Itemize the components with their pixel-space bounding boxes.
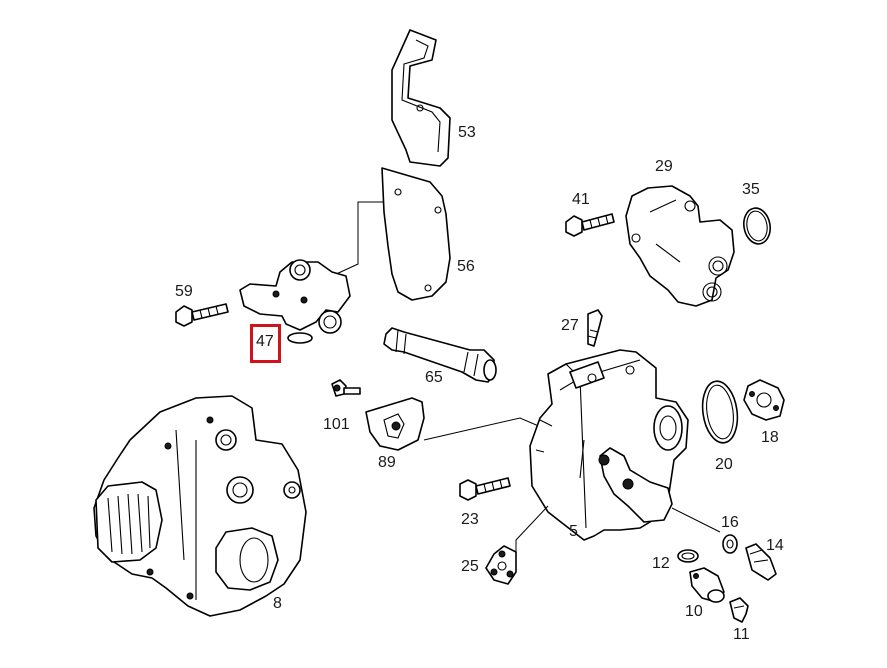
- part-47-fitting[interactable]: [239, 259, 351, 344]
- part-89-clamp[interactable]: [365, 397, 425, 451]
- part-65-tube[interactable]: [383, 327, 497, 383]
- part-20-o-ring[interactable]: [699, 379, 741, 445]
- part-18-flange[interactable]: [743, 379, 785, 421]
- label-14[interactable]: 14: [766, 537, 784, 554]
- label-35[interactable]: 35: [742, 181, 760, 198]
- part-53-bracket[interactable]: [391, 29, 451, 167]
- highlight-box-47: [250, 324, 281, 363]
- label-29[interactable]: 29: [655, 158, 673, 175]
- label-53[interactable]: 53: [458, 124, 476, 141]
- part-56-gasket[interactable]: [381, 167, 451, 301]
- label-65[interactable]: 65: [425, 369, 443, 386]
- part-25-plate[interactable]: [485, 545, 517, 585]
- part-101-screw[interactable]: [331, 379, 361, 397]
- label-101[interactable]: 101: [323, 416, 350, 433]
- label-20[interactable]: 20: [715, 456, 733, 473]
- part-59-bolt[interactable]: [175, 303, 229, 327]
- part-10-sensor[interactable]: [689, 567, 725, 603]
- part-16-washer[interactable]: [722, 534, 738, 554]
- label-89[interactable]: 89: [378, 454, 396, 471]
- label-18[interactable]: 18: [761, 429, 779, 446]
- part-41-bolt[interactable]: [565, 213, 615, 237]
- label-25[interactable]: 25: [461, 558, 479, 575]
- part-23-bolt[interactable]: [459, 477, 511, 501]
- leader-5: [515, 505, 549, 552]
- leader-56: [331, 201, 384, 277]
- label-5[interactable]: 5: [569, 523, 578, 540]
- label-41[interactable]: 41: [572, 191, 590, 208]
- part-29-valve-housing[interactable]: [625, 185, 735, 307]
- label-59[interactable]: 59: [175, 283, 193, 300]
- part-35-o-ring[interactable]: [741, 206, 773, 246]
- label-23[interactable]: 23: [461, 511, 479, 528]
- label-27[interactable]: 27: [561, 317, 579, 334]
- label-16[interactable]: 16: [721, 514, 739, 531]
- part-8-pump[interactable]: [93, 395, 307, 617]
- label-8[interactable]: 8: [273, 595, 282, 612]
- part-12-seal[interactable]: [677, 549, 699, 563]
- label-11[interactable]: 11: [733, 626, 750, 643]
- part-11-screw[interactable]: [729, 597, 749, 623]
- leader-89: [423, 417, 549, 441]
- leader-16: [671, 507, 721, 533]
- label-10[interactable]: 10: [685, 603, 703, 620]
- label-12[interactable]: 12: [652, 555, 670, 572]
- part-5-pump[interactable]: [529, 349, 689, 541]
- part-14-plug[interactable]: [745, 543, 777, 581]
- label-56[interactable]: 56: [457, 258, 475, 275]
- label-47[interactable]: 47: [256, 333, 274, 350]
- part-27-screw[interactable]: [587, 309, 603, 347]
